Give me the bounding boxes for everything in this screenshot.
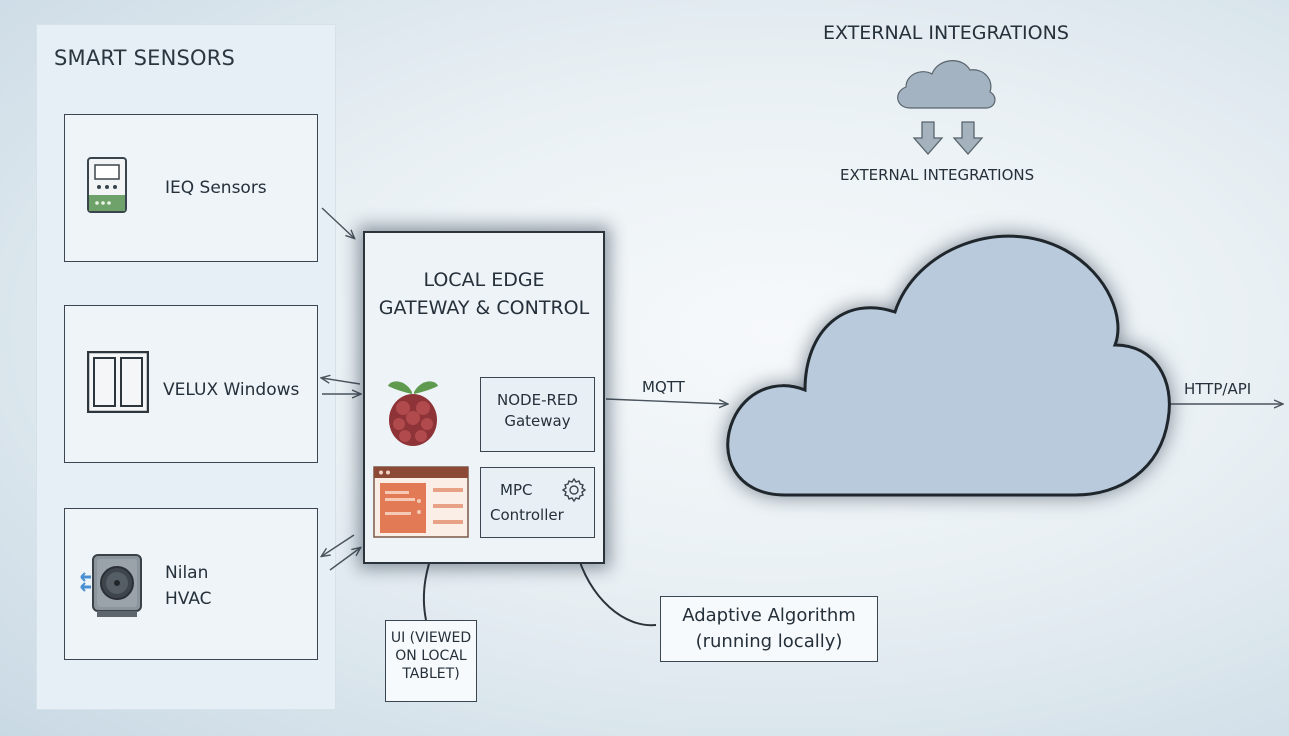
adaptive-algorithm-callout: Adaptive Algorithm (running locally) [660,596,878,662]
ui-callout-line1: UI (VIEWED [390,630,472,646]
mpc-label-line2: Controller [490,506,564,524]
window-icon [87,351,149,413]
hvac-unit-icon [80,554,142,617]
ui-callout-line2: ON LOCAL [395,648,467,664]
http-api-label: HTTP/API [1184,380,1252,398]
external-integrations-title: EXTERNAL INTEGRATIONS [823,22,1069,44]
mqtt-arrow [605,398,727,404]
external-integrations-subtitle: EXTERNAL INTEGRATIONS [840,166,1035,184]
gateway-to-hvac-arrow [322,534,355,556]
ieq-sensors-label: IEQ Sensors [165,178,267,198]
external-cloud-icon [897,60,996,109]
mpc-label-line1: MPC [500,481,533,499]
ui-tablet-callout: UI (VIEWED ON LOCAL TABLET) [385,620,477,702]
algorithm-callout-line2: (running locally) [695,631,843,652]
nilan-hvac-label-line1: Nilan [165,563,209,583]
ieq-sensor-icon [87,157,127,213]
gateway-title: LOCAL EDGE GATEWAY & CONTROL [363,266,605,322]
raspberry-pi-icon [388,381,438,446]
main-cloud-icon [726,234,1171,497]
gateway-to-velux-arrow [322,378,361,385]
algorithm-callout-arrow [576,550,657,627]
velux-windows-label: VELUX Windows [163,380,300,400]
gateway-title-line2: GATEWAY & CONTROL [378,297,590,319]
tablet-ui-icon [373,466,469,538]
node-red-gateway-box[interactable]: NODE-RED Gateway [480,377,595,452]
gateway-title-line1: LOCAL EDGE [423,269,545,291]
mqtt-label: MQTT [642,378,685,396]
ieq-to-gateway-arrow [321,207,354,238]
external-down-arrow-1 [912,121,944,155]
nilan-hvac-label-line2: HVAC [165,589,212,609]
nilan-hvac-box[interactable]: Nilan HVAC [64,508,318,660]
hvac-to-gateway-arrow [329,548,360,571]
smart-sensors-title: SMART SENSORS [54,46,236,70]
node-red-label-line2: Gateway [504,412,571,430]
ui-callout-line3: TABLET) [402,666,460,682]
mpc-controller-box[interactable]: MPC Controller [480,467,595,538]
node-red-label-line1: NODE-RED [497,391,578,409]
gear-icon [561,477,587,503]
velux-windows-box[interactable]: VELUX Windows [64,305,318,463]
external-down-arrow-2 [952,121,984,155]
algorithm-callout-line1: Adaptive Algorithm [682,605,856,626]
ieq-sensors-box[interactable]: IEQ Sensors [64,114,318,262]
